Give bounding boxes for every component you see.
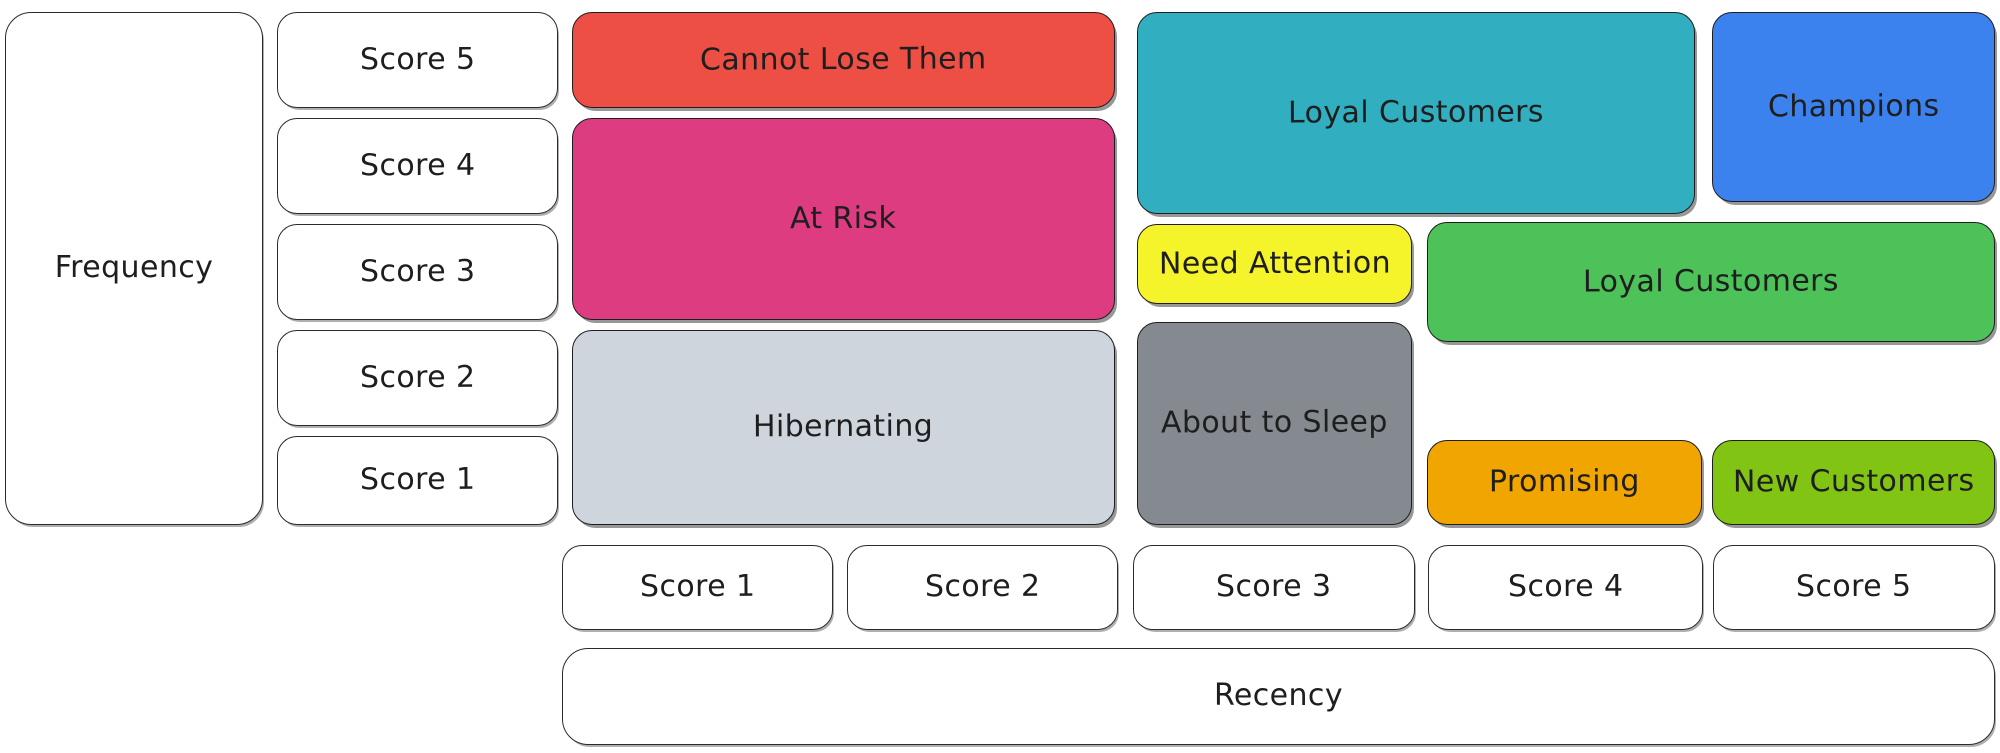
- segment-promising[interactable]: Promising: [1427, 440, 1702, 525]
- segment-loyal-customers-green-label: Loyal Customers: [1582, 263, 1840, 300]
- segment-champions-label: Champions: [1767, 88, 1940, 125]
- recency-axis-label: Recency: [1214, 678, 1343, 714]
- segment-cannot-lose-them[interactable]: Cannot Lose Them: [572, 12, 1115, 108]
- recency-score-3-label: Score 3: [1216, 568, 1332, 605]
- segment-need-attention-label: Need Attention: [1158, 245, 1391, 282]
- frequency-axis-box[interactable]: Frequency: [5, 12, 263, 525]
- segment-about-to-sleep[interactable]: About to Sleep: [1137, 322, 1412, 525]
- recency-score-5-label: Score 5: [1796, 568, 1912, 605]
- frequency-score-5-label: Score 5: [359, 41, 476, 78]
- recency-score-2[interactable]: Score 2: [847, 545, 1118, 630]
- frequency-score-4[interactable]: Score 4: [277, 118, 558, 214]
- recency-score-4[interactable]: Score 4: [1428, 545, 1703, 630]
- segment-promising-label: Promising: [1489, 463, 1640, 500]
- segment-champions[interactable]: Champions: [1712, 12, 1995, 202]
- frequency-score-1[interactable]: Score 1: [277, 436, 558, 525]
- frequency-score-3-label: Score 3: [359, 253, 476, 290]
- segment-about-to-sleep-label: About to Sleep: [1160, 404, 1388, 441]
- segment-new-customers-label: New Customers: [1732, 463, 1975, 500]
- frequency-score-5[interactable]: Score 5: [277, 12, 558, 108]
- recency-score-5[interactable]: Score 5: [1713, 545, 1995, 630]
- recency-score-2-label: Score 2: [924, 568, 1041, 605]
- frequency-score-3[interactable]: Score 3: [277, 224, 558, 320]
- segment-loyal-customers-green[interactable]: Loyal Customers: [1427, 222, 1995, 342]
- segment-need-attention[interactable]: Need Attention: [1137, 224, 1412, 304]
- segment-hibernating-label: Hibernating: [753, 408, 934, 445]
- recency-axis-box[interactable]: Recency: [562, 648, 1995, 745]
- recency-score-1[interactable]: Score 1: [562, 545, 833, 630]
- frequency-score-2-label: Score 2: [359, 359, 476, 396]
- segment-loyal-customers-teal-label: Loyal Customers: [1287, 94, 1545, 131]
- segment-cannot-lose-them-label: Cannot Lose Them: [700, 41, 987, 78]
- recency-score-4-label: Score 4: [1507, 568, 1624, 605]
- frequency-axis-label: Frequency: [54, 250, 214, 286]
- segment-new-customers[interactable]: New Customers: [1712, 440, 1995, 525]
- segment-at-risk[interactable]: At Risk: [572, 118, 1115, 320]
- recency-score-1-label: Score 1: [639, 568, 756, 605]
- segment-hibernating[interactable]: Hibernating: [572, 330, 1115, 525]
- segment-loyal-customers-teal[interactable]: Loyal Customers: [1137, 12, 1695, 214]
- frequency-score-1-label: Score 1: [359, 461, 476, 498]
- frequency-score-4-label: Score 4: [359, 147, 476, 184]
- segment-at-risk-label: At Risk: [790, 200, 897, 236]
- recency-score-3[interactable]: Score 3: [1133, 545, 1415, 630]
- frequency-score-2[interactable]: Score 2: [277, 330, 558, 426]
